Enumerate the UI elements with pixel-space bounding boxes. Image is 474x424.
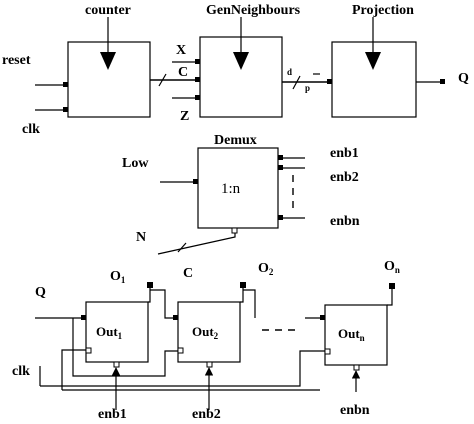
counter-block: counter (67, 3, 151, 118)
enb2-label: enb2 (330, 170, 359, 185)
clk-dist-wire-1 (72, 318, 178, 377)
genneighbours-select-arrow (233, 52, 249, 70)
x-label: X (176, 43, 186, 58)
out-n-block: Outn On (324, 259, 400, 371)
enb1-label: enb1 (330, 146, 359, 161)
out-1-label: Out1 (96, 324, 123, 341)
enbn-bottom-label: enbn (340, 403, 370, 418)
counter-select-arrow (100, 52, 116, 70)
genneighbours-block: GenNeighbours (199, 3, 301, 118)
clk-bus-bottom (40, 350, 325, 387)
counter-label: counter (85, 3, 131, 18)
p-label: p (305, 83, 310, 93)
demux-block: Demux 1:n (197, 133, 279, 229)
projection-block: Projection (331, 3, 417, 118)
q-output-label: Q (458, 71, 469, 86)
out-1-to-out-2-wire (150, 289, 178, 319)
out-2-output-label: O2 (258, 261, 274, 277)
out-n-label: Outn (338, 326, 365, 343)
d-label: d (287, 67, 292, 77)
z-label: Z (180, 109, 189, 124)
projection-label: Projection (352, 3, 414, 18)
low-label: Low (122, 156, 149, 171)
q-input-label: Q (35, 285, 46, 300)
enbn-label: enbn (330, 214, 360, 229)
reset-label: reset (2, 53, 31, 68)
clk-label-bottom: clk (12, 364, 30, 379)
out-2-block: Out2 O2 (177, 261, 274, 368)
n-wire (157, 228, 236, 255)
genneighbours-label: GenNeighbours (206, 3, 301, 18)
out-1-output-label: O1 (110, 269, 126, 285)
n-label: N (136, 230, 146, 245)
out-n-output-label: On (384, 259, 400, 275)
enb2-bottom-label: enb2 (192, 407, 221, 422)
c-label: C (178, 65, 188, 80)
enb1-bottom-label: enb1 (98, 407, 127, 422)
clk-label-top: clk (22, 122, 40, 137)
out-2-label: Out2 (192, 324, 219, 341)
demux-ratio: 1:n (221, 181, 241, 197)
demux-label: Demux (214, 133, 257, 148)
out-1-block: Out1 O1 (81, 269, 153, 368)
clk-feed-out-1 (61, 349, 86, 390)
c-bottom-label: C (183, 266, 193, 281)
out-2-chain-wire (243, 289, 256, 318)
projection-select-arrow (365, 52, 381, 70)
